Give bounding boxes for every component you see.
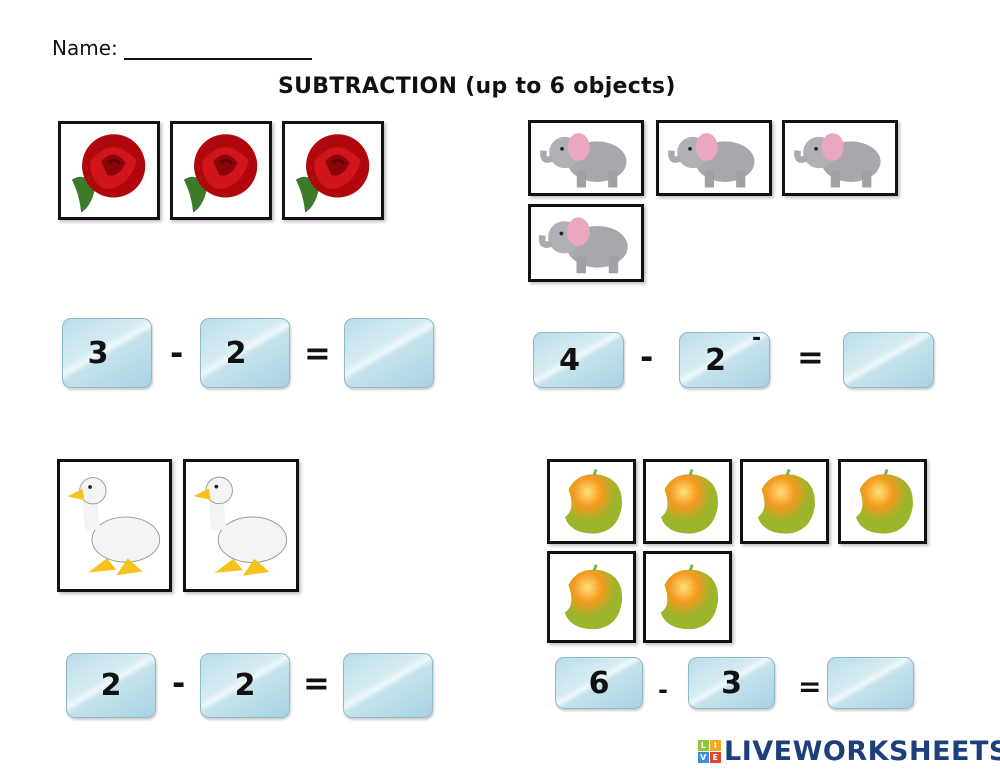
duck-picture [183, 459, 299, 592]
page-title: SUBTRACTION (up to 6 objects) [278, 74, 676, 99]
elephant-picture [782, 120, 898, 196]
minuend-box-1: 3 [62, 318, 152, 388]
rose-icon [71, 134, 146, 213]
subtrahend-box-1: 2 [200, 318, 290, 388]
mango-picture [643, 551, 732, 643]
mango-picture [547, 459, 636, 544]
name-field[interactable]: Name: [52, 36, 312, 60]
name-blank-line[interactable] [123, 38, 312, 60]
elephant-picture [528, 120, 644, 196]
subtrahend-box-3: 2 [200, 653, 290, 718]
elephant-picture [528, 204, 644, 282]
minus-sign: - [658, 676, 668, 704]
elephant-icon [668, 133, 755, 188]
elephant-picture [656, 120, 772, 196]
rose-icon [295, 134, 370, 213]
name-label: Name: [52, 36, 118, 60]
minuend-box-2: 4 [533, 332, 624, 388]
equals-sign: = [798, 670, 822, 703]
equals-sign: = [797, 338, 824, 376]
mango-picture [547, 551, 636, 643]
minuend-box-3: 2 [66, 653, 156, 718]
mango-picture [838, 459, 927, 544]
elephant-icon [794, 133, 881, 188]
elephant-icon [538, 217, 628, 274]
minus-sign: - [172, 664, 186, 702]
logo-text: LIVEWORKSHEETS [724, 736, 1000, 767]
minus-sign: - [170, 334, 184, 372]
answer-input-3[interactable] [343, 653, 433, 718]
mango-picture [740, 459, 829, 544]
mango-picture [643, 459, 732, 544]
answer-input-1[interactable] [344, 318, 434, 388]
minus-sign: - [640, 338, 654, 376]
minuend-box-4: 6 [555, 657, 643, 709]
equals-sign: = [304, 334, 331, 372]
mango-icon [660, 468, 718, 534]
mango-icon [564, 564, 623, 630]
equals-sign: = [303, 664, 330, 702]
duck-icon [67, 477, 161, 576]
stray-minus-mark: - [752, 326, 762, 351]
subtrahend-box-2: 2 [679, 332, 770, 388]
duck-picture [57, 459, 172, 592]
mango-icon [660, 564, 719, 630]
mango-icon [855, 468, 913, 534]
elephant-icon [540, 133, 627, 188]
answer-input-2[interactable] [843, 332, 934, 388]
rose-icon [183, 134, 258, 213]
duck-icon [193, 476, 287, 576]
answer-input-4[interactable] [827, 657, 914, 709]
subtrahend-box-4: 3 [688, 657, 775, 709]
mango-icon [757, 468, 815, 534]
mango-icon [564, 468, 622, 534]
rose-picture [282, 121, 384, 220]
rose-picture [58, 121, 160, 220]
rose-picture [170, 121, 272, 220]
